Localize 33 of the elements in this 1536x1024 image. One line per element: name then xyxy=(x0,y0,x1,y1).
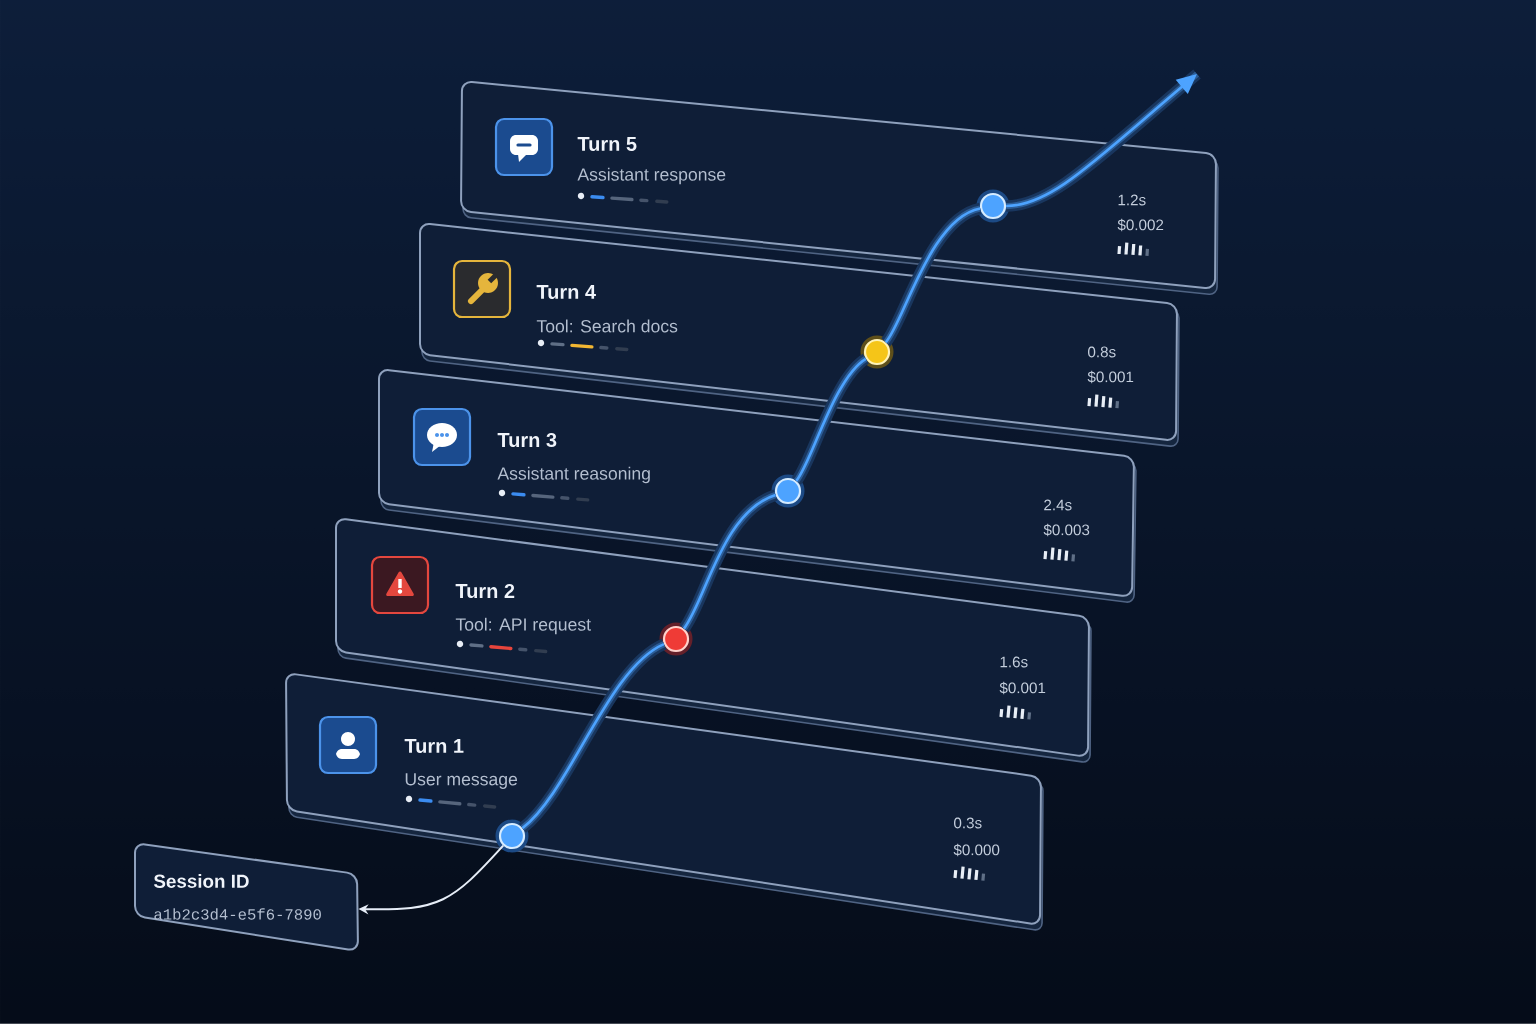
duration-text: 0.3s xyxy=(954,817,982,829)
timeline-dot xyxy=(860,335,894,369)
timeline-curve xyxy=(679,489,778,632)
duration-text: 1.6s xyxy=(1000,656,1028,668)
duration-text: 2.4s xyxy=(1044,499,1072,511)
timeline-dot xyxy=(495,819,529,853)
timeline-dot xyxy=(976,189,1010,223)
arrow-curve xyxy=(1005,69,1201,212)
turn-title: Turn 2 xyxy=(455,583,515,599)
turn-title: Turn 4 xyxy=(536,285,596,299)
cost-text: $0.000 xyxy=(953,843,1000,857)
turn-subtitle: Tool: API request xyxy=(455,617,591,635)
turn-subtitle: Assistant response xyxy=(577,167,726,185)
duration-text: 1.2s xyxy=(1118,194,1146,206)
cost-text: $0.001 xyxy=(1087,370,1134,384)
timeline-curve xyxy=(881,202,983,346)
duration-text: 0.8s xyxy=(1088,346,1116,358)
cost-text: $0.001 xyxy=(999,681,1046,695)
timeline-dot xyxy=(771,474,805,508)
turn-subtitle: Tool: Search docs xyxy=(536,319,678,333)
turn-subtitle: User message xyxy=(405,773,518,789)
session-tag xyxy=(134,843,359,951)
session-id: a1b2c3d4-e5f6-7890 xyxy=(154,908,321,920)
timeline-curve xyxy=(518,639,667,833)
cost-text: $0.003 xyxy=(1043,523,1090,537)
turn-title: Turn 3 xyxy=(497,432,557,448)
cost-text: $0.002 xyxy=(1117,218,1164,232)
session-label: Session ID xyxy=(153,874,249,888)
turn-title: Turn 5 xyxy=(577,137,637,151)
turn-subtitle: Assistant reasoning xyxy=(497,466,650,484)
timeline-dot xyxy=(659,622,693,656)
timeline-curve xyxy=(791,354,870,485)
turn-title: Turn 1 xyxy=(404,739,464,753)
